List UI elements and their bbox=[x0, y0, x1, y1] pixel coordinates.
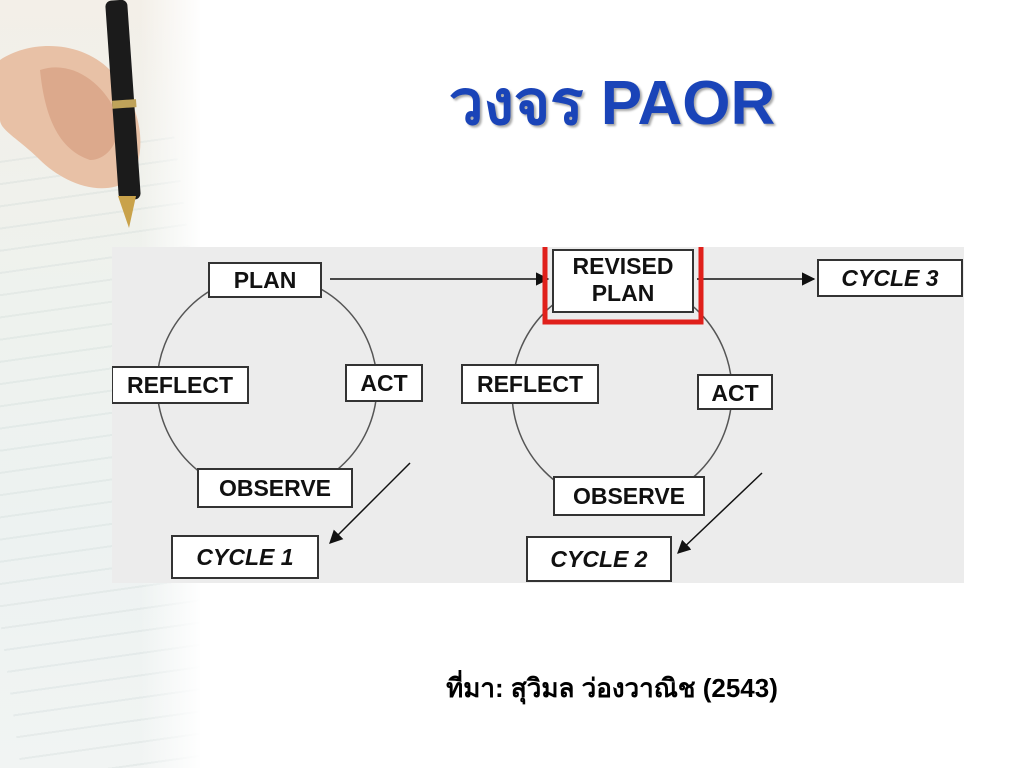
cycle2-observe-box: OBSERVE bbox=[553, 476, 705, 516]
cycle1-label: CYCLE 1 bbox=[196, 544, 293, 570]
cycle2-act-label: ACT bbox=[711, 380, 758, 406]
cycle3-label-box: CYCLE 3 bbox=[817, 259, 963, 297]
arrow-to-cycle2 bbox=[677, 472, 763, 554]
cycle2-act-box: ACT bbox=[697, 374, 773, 410]
cycle1-plan-box: PLAN bbox=[208, 262, 322, 298]
cycle2-label: CYCLE 2 bbox=[550, 546, 647, 572]
cycle2-plan-line2: PLAN bbox=[592, 280, 655, 306]
cycle2-reflect-label: REFLECT bbox=[477, 371, 583, 397]
cycle1-act-box: ACT bbox=[345, 364, 423, 402]
paor-diagram-svg: PLAN ACT REFLECT OBSERVE CYCLE 1 REVISED… bbox=[112, 247, 963, 582]
cycle1-reflect-box: REFLECT bbox=[112, 366, 249, 404]
page-title: วงจร PAOR bbox=[448, 69, 776, 138]
hand-pen-illustration bbox=[0, 0, 141, 228]
paor-diagram: PLAN ACT REFLECT OBSERVE CYCLE 1 REVISED… bbox=[112, 247, 964, 583]
cycle1-observe-box: OBSERVE bbox=[197, 468, 353, 508]
cycle1-plan-label: PLAN bbox=[234, 267, 297, 293]
cycle2-label-box: CYCLE 2 bbox=[526, 536, 672, 582]
cycle1-observe-label: OBSERVE bbox=[219, 475, 331, 501]
cycle2-plan-line1: REVISED bbox=[573, 253, 674, 279]
revised-plan-highlight bbox=[542, 247, 704, 325]
arrow-to-cycle1 bbox=[329, 462, 411, 544]
cycle1-label-box: CYCLE 1 bbox=[171, 535, 319, 579]
source-caption: ที่มา: สุวิมล ว่องวาณิช (2543) bbox=[446, 673, 778, 703]
cycle3-label: CYCLE 3 bbox=[841, 265, 938, 291]
cycle1-act-label: ACT bbox=[360, 370, 407, 396]
cycle1-reflect-label: REFLECT bbox=[127, 372, 233, 398]
cycle2-observe-label: OBSERVE bbox=[573, 483, 685, 509]
cycle2-reflect-box: REFLECT bbox=[461, 364, 599, 404]
cycle2-revised-plan-box: REVISED PLAN bbox=[552, 249, 694, 313]
